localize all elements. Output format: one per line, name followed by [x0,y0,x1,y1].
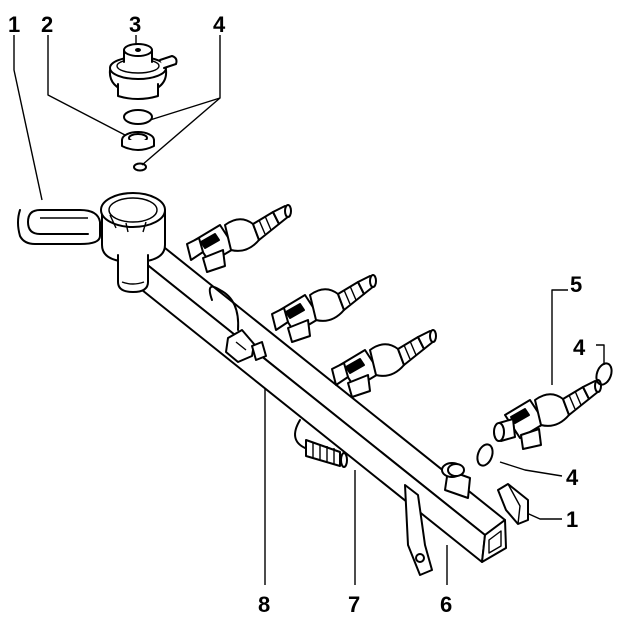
callout-4-top: 4 [213,12,226,37]
leader-lines [13,35,605,585]
callout-4-right-lower: 4 [566,465,579,490]
callout-2: 2 [41,12,53,37]
regulator-housing [100,192,166,293]
injector-o-rings [447,362,613,477]
callout-4-right-upper: 4 [573,335,586,360]
fuel-injector-1 [186,204,292,273]
test-valve [208,285,267,363]
callout-6: 6 [440,592,452,617]
fuel-injector-2 [271,274,377,343]
pressure-regulator [108,43,178,100]
regulator-seals [121,109,155,172]
callout-3: 3 [129,12,141,37]
retaining-clip-right [497,483,529,525]
callout-labels: 1 2 3 4 5 4 4 1 8 7 6 [8,12,586,617]
callout-8: 8 [258,592,270,617]
fuel-rail [131,239,507,576]
return-fitting [294,419,348,468]
retaining-clip-left [17,209,101,245]
callout-7: 7 [348,592,360,617]
callout-1-right: 1 [566,507,578,532]
fuel-injector-exploded [493,379,602,450]
callout-5: 5 [570,272,582,297]
callout-1-top: 1 [8,12,20,37]
fuel-injector-3 [331,329,437,398]
